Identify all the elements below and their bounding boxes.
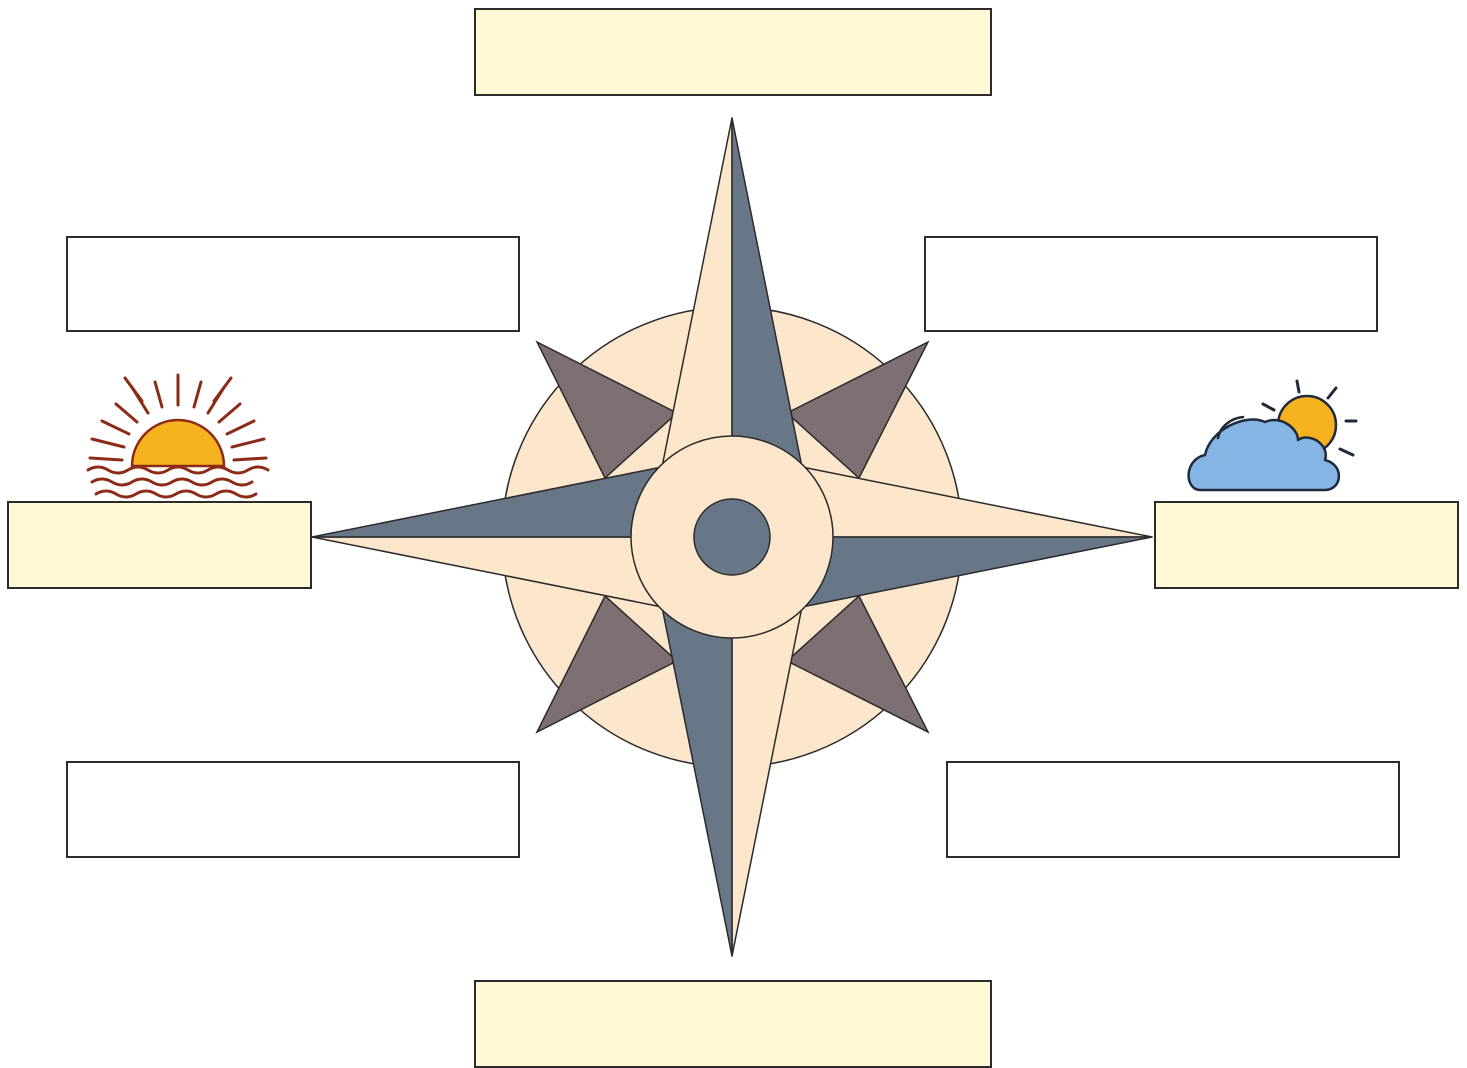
northwest-point [535, 340, 679, 480]
southeast-point [785, 594, 930, 734]
northeast-label-box[interactable] [924, 236, 1378, 332]
east-label-box[interactable] [1154, 501, 1459, 589]
intercardinal-points [535, 340, 930, 734]
compass-center-dot [693, 498, 771, 576]
northwest-label-box[interactable] [66, 236, 520, 332]
southwest-label-box[interactable] [66, 761, 520, 858]
southeast-label-box[interactable] [946, 761, 1400, 858]
northeast-point [785, 340, 930, 480]
southwest-point [535, 594, 679, 734]
west-label-box[interactable] [7, 501, 312, 589]
sunrise-icon [86, 373, 270, 499]
cardinal-points [311, 117, 1153, 957]
cloud-sun-icon [1187, 379, 1358, 492]
north-label-box[interactable] [474, 8, 992, 96]
south-label-box[interactable] [474, 980, 992, 1068]
